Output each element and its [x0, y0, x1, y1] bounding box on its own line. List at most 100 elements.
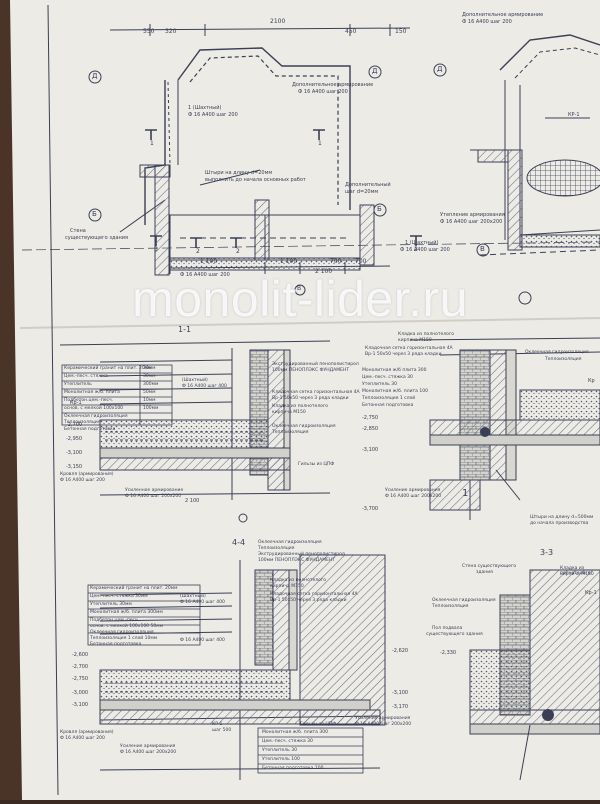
level-mark: -3,100	[66, 450, 83, 456]
level-mark: -2,700	[66, 422, 83, 428]
callout: Оклеечная гидроизоляция	[525, 350, 589, 355]
callout: Усиление армирования	[120, 744, 176, 749]
callout: Оклеечная гидроизоляция	[272, 424, 336, 429]
callout: КР-1	[212, 722, 223, 727]
callout: Теплоизоляция	[432, 604, 469, 609]
axis-mark: Д	[92, 72, 98, 80]
plan-note: Ф 16 А400 шаг 200	[180, 272, 230, 278]
callout: Гильзы из ЦПФ	[300, 722, 337, 727]
callout: Утеплитель 30	[362, 382, 397, 387]
section-title: 4-4	[232, 538, 246, 547]
plan-note: 1 (Шахтный)	[188, 105, 222, 111]
callout: Кладка из полнотелого	[560, 566, 591, 576]
layer-label: Утеплитель 30мм	[90, 602, 132, 607]
layer-label: Керамический гранит на плит. 20мм	[90, 586, 178, 591]
level-mark: -2,620	[392, 648, 409, 654]
section-mark: 2	[196, 248, 200, 255]
callout: Усиленное армирование	[125, 488, 184, 493]
plan-dim: 550	[143, 28, 155, 35]
callout: Ф 16 А400 шаг 200х200	[385, 494, 442, 499]
level-mark: -2,330	[440, 650, 457, 656]
layer-label: Керамический гранит на плит. 20мм	[64, 366, 152, 371]
callout: кирпича М150	[272, 410, 306, 415]
callout: Кладочная сетка горизонтальная 4А	[365, 346, 453, 351]
axis-mark: В	[480, 245, 485, 253]
callout: (Шахтный)	[180, 594, 206, 599]
callout: Цем.-песч. стяжка 30	[362, 375, 413, 380]
plan-note: выполнить до начала основных работ	[205, 177, 306, 183]
callout: здания	[476, 570, 493, 575]
callout: шаг 500	[212, 728, 232, 733]
callout: Теплоизоляция	[272, 430, 309, 435]
layer-label: Утеплитель	[64, 382, 92, 387]
level-mark: -2,850	[362, 426, 379, 432]
callout: (Шахтный)	[182, 378, 208, 383]
callout: Кладка из полнотелого	[398, 332, 454, 337]
section-mark: 1	[318, 140, 322, 147]
callout: Гильзы из ЦПФ	[298, 462, 335, 467]
plan-right-note: Ф 16 А400 шаг 200	[462, 19, 512, 25]
level-mark: -2,600	[72, 652, 89, 658]
dim: 2 100	[185, 498, 200, 504]
callout: Оклеечная гидроизоляция	[432, 598, 496, 603]
axis-mark: В	[297, 285, 302, 292]
callout: Усиление армирования	[385, 488, 441, 493]
layer-label: Подбетон.цем.-песч.	[90, 618, 140, 623]
section-mark: 1	[462, 488, 469, 499]
section-mark: 2	[414, 246, 418, 253]
plan-right-note: Утепление армирования	[440, 212, 505, 218]
level-mark: -3,100	[362, 447, 379, 453]
layer-label: Теплоизоляция 1 слой 10мм	[90, 636, 158, 641]
callout: Пол подвала	[432, 626, 463, 631]
callout: Утеплитель 30	[262, 748, 297, 753]
level-mark: -3,150	[66, 464, 83, 470]
level-mark: -2,950	[66, 436, 83, 442]
layer-value: 300мм	[143, 382, 159, 387]
axis-mark: Б	[377, 205, 382, 213]
plan-note: Стена	[70, 228, 86, 234]
section-mark: 1	[150, 140, 154, 147]
level-mark: -2,700	[72, 664, 89, 670]
level-mark: -3,000	[72, 690, 89, 696]
callout: Монолитная ж/б. плита 100	[362, 389, 428, 394]
axis-mark: Б	[92, 210, 97, 218]
callout: Кр-1	[70, 400, 82, 406]
plan-dim: 450	[345, 28, 357, 35]
plan-dim: 150	[395, 28, 407, 35]
callout: Стена существующего	[462, 564, 517, 569]
callout: кирпича М150	[398, 338, 432, 343]
callout: Вр-1 50х50 через 3 ряда кладки	[270, 598, 347, 603]
layer-value: 30мм	[143, 374, 156, 379]
level-mark: -3,170	[392, 704, 409, 710]
layer-value: 50мм	[143, 390, 156, 395]
callout: Усиление армирования	[355, 716, 411, 721]
callout: Цем.-песч. стяжка 30	[262, 739, 313, 744]
plan-note: Ф 16 А400 шаг 200	[298, 89, 348, 95]
section-mark: 2	[236, 248, 240, 255]
callout: Экструдированный пенополистирол	[258, 552, 345, 557]
layer-label: Бетонная подготовка	[90, 642, 142, 647]
layer-label: Монолитная ж/б. плита	[64, 390, 120, 395]
axis-mark: Д	[437, 65, 443, 73]
plan-dim: 2100	[270, 18, 286, 25]
plan-right-note: Ф 16 А400 шаг 200х200	[440, 219, 503, 225]
layer-value: 30мм	[143, 366, 156, 371]
callout: Теплоизоляция	[258, 546, 295, 551]
layer-value: 100мм	[143, 406, 159, 411]
plan-dim: 700	[355, 258, 367, 265]
level-mark: -3,700	[362, 506, 379, 512]
layer-label: основ. с мелкой 100x100 50мм	[90, 624, 163, 629]
callout: кирпича М150	[560, 572, 594, 577]
callout: до начала производства	[530, 521, 589, 526]
plan-dim: 700	[330, 258, 342, 265]
section-mark: Кр	[588, 378, 595, 384]
layer-label: Оклеечная гидроизоляция	[64, 414, 128, 419]
plan-dim: 1 100	[280, 258, 298, 265]
layer-value: 10мм	[143, 398, 156, 403]
callout: Ф 16 А400 шаг 200х200	[125, 494, 182, 499]
callout: Теплоизоляция	[545, 357, 582, 362]
layer-label: Цем.-песч. стяжка 30мм	[90, 594, 148, 599]
plan-right-note: Дополнительное армирование	[462, 12, 544, 18]
plan-note: Дополнительное армирование	[292, 82, 374, 88]
